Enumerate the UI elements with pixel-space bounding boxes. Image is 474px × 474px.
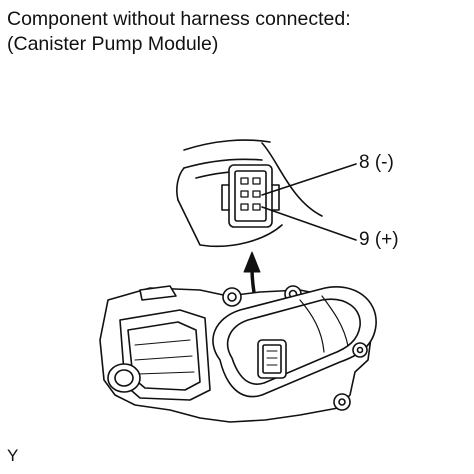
connector-latch-left xyxy=(221,184,230,211)
figure-code: Y xyxy=(7,446,19,465)
housing-outline xyxy=(183,139,271,151)
module-connector xyxy=(257,339,287,379)
callout-terminal-8: 8 (-) xyxy=(359,152,394,173)
mount-bolt-1 xyxy=(333,393,351,411)
left-fitting xyxy=(107,363,141,393)
housing-curve xyxy=(261,142,323,217)
connector-detail-view xyxy=(176,139,357,248)
housing-strip-1 xyxy=(183,158,263,169)
connector-latch-right xyxy=(271,184,280,211)
leader-line-terminal-9 xyxy=(261,206,357,241)
housing-lower xyxy=(177,199,283,248)
diagram-subtitle: (Canister Pump Module) xyxy=(7,33,219,55)
housing-left-edge xyxy=(176,167,185,201)
callout-terminal-9: 9 (+) xyxy=(359,229,399,250)
connector-body xyxy=(228,164,273,228)
top-fitting-1 xyxy=(222,287,242,307)
mount-bolt-2 xyxy=(352,342,368,358)
diagram-title: Component without harness connected: xyxy=(7,8,351,30)
connector-terminals xyxy=(240,177,261,211)
canister-pump-module xyxy=(99,285,377,423)
connector-face xyxy=(234,170,267,222)
leader-line-terminal-8 xyxy=(261,163,357,196)
